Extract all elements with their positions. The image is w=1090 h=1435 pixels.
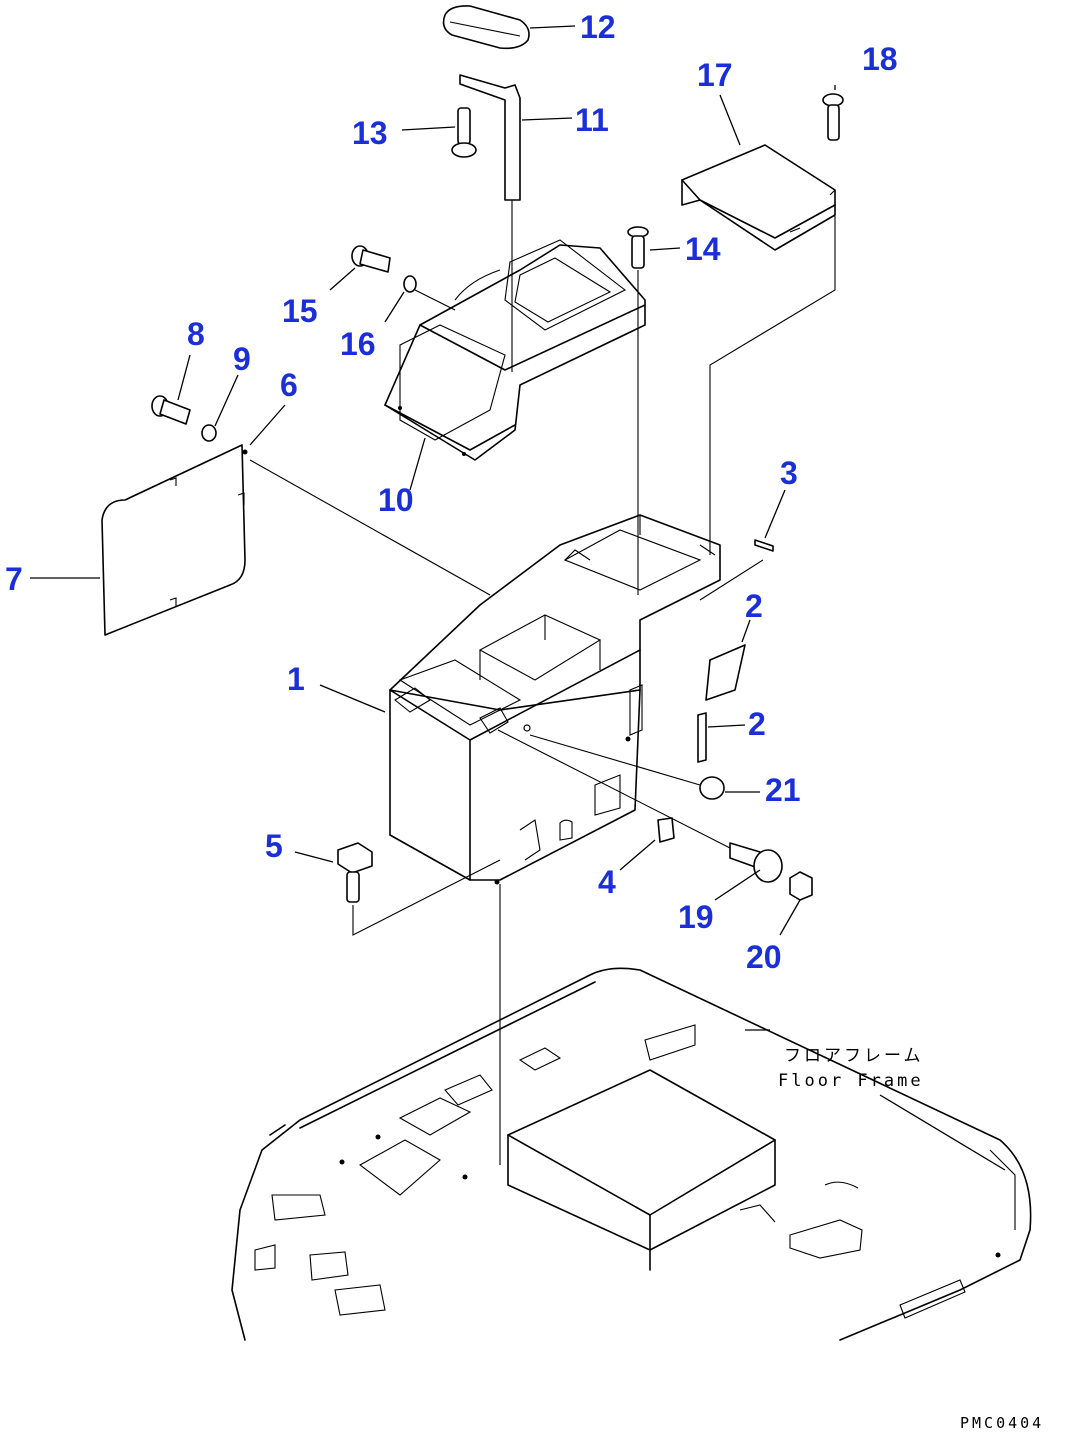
callout-5: 5: [265, 828, 283, 864]
assembly-lines: [249, 200, 836, 1165]
callout-9: 9: [233, 341, 251, 377]
drawing-code: PMC0404: [960, 1414, 1044, 1432]
callout-3: 3: [780, 455, 798, 491]
callout-17: 17: [697, 57, 733, 93]
floor-frame-label-en: Floor Frame: [778, 1071, 924, 1091]
callout-labels: 12 11 13 14 15 16 17 18 8 9 6 7 10 3 2 2…: [5, 9, 898, 975]
callout-11: 11: [575, 102, 609, 138]
callout-6: 6: [280, 367, 298, 403]
console-box: [389, 514, 721, 885]
callout-18: 18: [862, 41, 898, 77]
callout-8: 8: [187, 316, 205, 352]
callout-7: 7: [5, 561, 23, 597]
side-cover-plate: [101, 444, 248, 636]
callout-14: 14: [685, 231, 721, 267]
leader-lines: [30, 25, 1006, 1171]
floor-frame-label-jp: フロアフレーム: [784, 1046, 924, 1066]
callout-16: 16: [340, 326, 376, 362]
callout-15: 15: [282, 293, 318, 329]
callout-13: 13: [352, 115, 388, 151]
callout-1: 1: [287, 661, 305, 697]
hardware-parts: [151, 5, 844, 903]
callout-2-upper: 2: [745, 588, 763, 624]
callout-10: 10: [378, 482, 414, 518]
callout-19: 19: [678, 899, 714, 935]
callout-4: 4: [598, 864, 616, 900]
callout-20: 20: [746, 939, 782, 975]
callout-2-lower: 2: [748, 706, 766, 742]
rear-cover: [681, 144, 836, 251]
callout-12: 12: [580, 9, 616, 45]
upper-console: [384, 239, 646, 461]
floor-frame: [231, 967, 1032, 1341]
callout-21: 21: [765, 772, 801, 808]
